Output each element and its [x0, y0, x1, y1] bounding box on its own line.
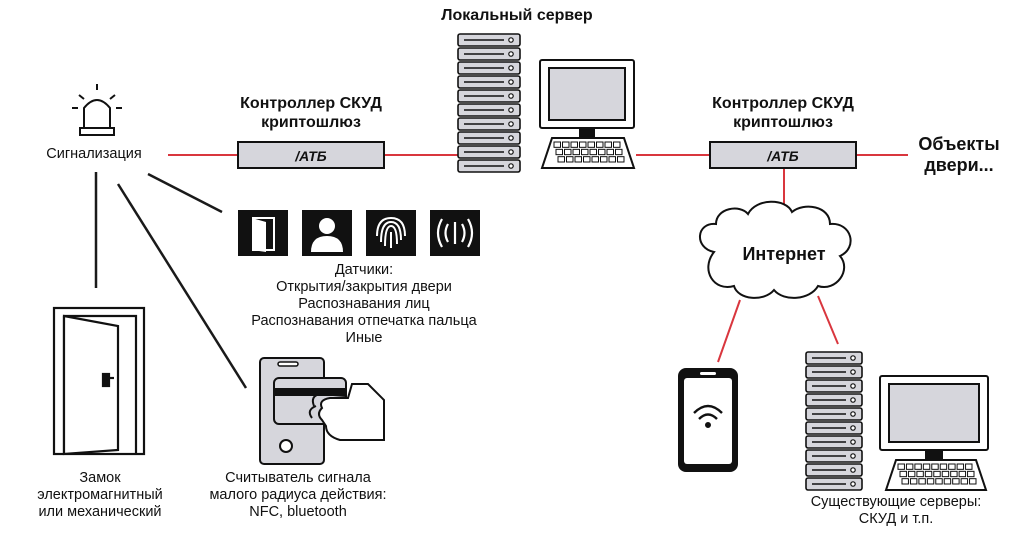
servers-label: Существующие серверы: СКУД и т.п. [776, 494, 1016, 528]
local-server-rack-unit [457, 117, 521, 131]
local-server-rack-unit [457, 145, 521, 159]
local-server-rack-unit [457, 47, 521, 61]
local-server-rack-unit [457, 61, 521, 75]
red-links [168, 154, 908, 363]
reader-line-2: малого радиуса действия: [209, 487, 387, 503]
lock-line-1: Замок [79, 470, 121, 486]
remote-server-rack-unit [805, 421, 863, 435]
door-lock-icon [52, 306, 146, 456]
alarm-links [94, 172, 248, 389]
local-computer-icon [539, 59, 636, 169]
remote-server-rack-unit [805, 393, 863, 407]
sensors-line-2: Открытия/закрытия двери [276, 279, 452, 295]
controller-right-label: Контроллер СКУД криптошлюз [678, 94, 888, 132]
local-server-rack-unit [457, 75, 521, 89]
local-server-rack-unit [457, 89, 521, 103]
internet-label: Интернет [742, 244, 826, 264]
local-server-rack-unit [457, 131, 521, 145]
link-internet-phone [717, 299, 741, 363]
link-internet-servers [817, 295, 839, 345]
local-server-rack-unit [457, 103, 521, 117]
sensor-fingerprint-icon [366, 210, 416, 256]
servers-line-2: СКУД и т.п. [858, 511, 934, 527]
link-alarm-sensors [147, 172, 223, 214]
remote-server-rack-unit [805, 365, 863, 379]
local-server-rack-icon [457, 33, 521, 173]
sensors-line-5: Иные [345, 330, 383, 346]
remote-server-rack-unit [805, 379, 863, 393]
alarm-label: Сигнализация [46, 146, 142, 162]
smartphone-icon [678, 368, 738, 472]
objects-line-2: двери... [924, 155, 994, 175]
reader-line-3: NFC, bluetooth [249, 504, 347, 520]
controller-left-logo: /ATБ [294, 148, 327, 164]
controller-left-box: /ATБ [237, 141, 385, 169]
remote-computer-icon [879, 375, 989, 491]
hand-icon [308, 383, 385, 441]
controller-right-box: /ATБ [709, 141, 857, 169]
remote-server-rack-unit [805, 463, 863, 477]
servers-line-1: Существующие серверы: [810, 494, 982, 510]
remote-server-rack-unit [805, 351, 863, 365]
controller-right-line-1: Контроллер СКУД [712, 95, 854, 112]
sensors-line-1: Датчики: [334, 262, 394, 278]
controller-left-line-1: Контроллер СКУД [240, 95, 382, 112]
sensors-line-3: Распознавания лиц [298, 296, 430, 312]
internet-cloud-icon [699, 200, 852, 299]
controller-left-line-2: криптошлюз [261, 114, 361, 131]
sensor-wireless-icon [430, 210, 480, 256]
card-reader-icon [259, 357, 385, 465]
objects-label: Объекты двери... [902, 134, 1016, 176]
local-server-rack-unit [457, 33, 521, 47]
lock-label: Замок электромагнитный или механический [8, 470, 192, 521]
sensors-line-4: Распознавания отпечатка пальца [251, 313, 477, 329]
controller-right-line-2: криптошлюз [733, 114, 833, 131]
remote-server-rack-icon [805, 351, 863, 491]
sensor-face-icon [302, 210, 352, 256]
remote-server-rack-unit [805, 407, 863, 421]
sensor-door-icon [238, 210, 288, 256]
remote-server-rack-unit [805, 435, 863, 449]
wifi-icon [693, 404, 723, 429]
controller-left-label: Контроллер СКУД криптошлюз [206, 94, 416, 132]
objects-line-1: Объекты [918, 134, 1000, 154]
link-alarm-reader [116, 183, 248, 389]
controller-right-logo: /ATБ [766, 148, 799, 164]
reader-label: Считыватель сигнала малого радиуса дейст… [182, 470, 414, 521]
reader-line-1: Считыватель сигнала [225, 470, 371, 486]
lock-line-3: или механический [38, 504, 162, 520]
alarm-beacon-icon [72, 84, 122, 136]
local-server-label: Локальный сервер [441, 7, 593, 24]
remote-server-rack-unit [805, 449, 863, 463]
lock-line-2: электромагнитный [37, 487, 163, 503]
sensors-label: Датчики: Открытия/закрытия двери Распозн… [216, 262, 512, 347]
local-server-rack-unit [457, 159, 521, 173]
remote-server-rack-unit [805, 477, 863, 491]
